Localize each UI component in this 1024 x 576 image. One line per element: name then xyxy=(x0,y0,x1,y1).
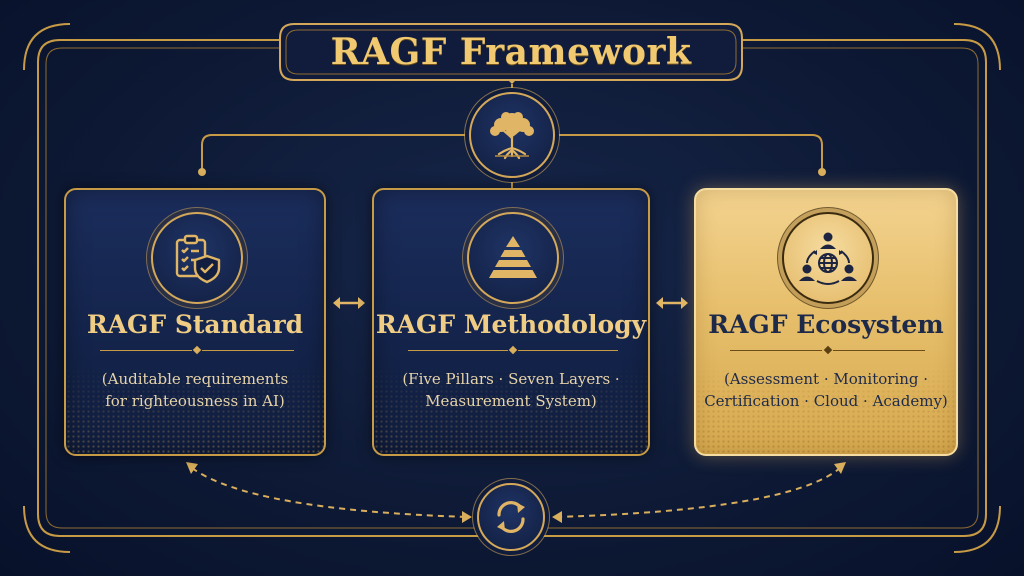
desc-line: for righteousness in AI) xyxy=(105,392,285,410)
cycle-medallion xyxy=(477,483,545,551)
cycle-arrows-icon xyxy=(497,501,525,533)
card-standard-icon-badge xyxy=(151,212,243,304)
connector-dot-left xyxy=(198,168,206,176)
card-standard-description: (Auditable requirements for righteousnes… xyxy=(66,368,324,412)
card-ecosystem-title: RAGF Ecosystem xyxy=(708,310,944,339)
divider-diamond xyxy=(823,345,833,355)
feedback-arrows xyxy=(191,467,841,518)
title-plate-border xyxy=(279,23,743,81)
card-methodology-description: (Five Pillars · Seven Layers · Measureme… xyxy=(374,368,648,412)
card-standard-title: RAGF Standard xyxy=(86,310,304,339)
desc-line: (Five Pillars · Seven Layers · xyxy=(402,370,620,388)
card-methodology-icon-badge xyxy=(467,212,559,304)
top-connectors xyxy=(201,134,823,188)
tree-icon xyxy=(490,112,534,160)
desc-line: (Assessment · Monitoring · xyxy=(723,370,929,388)
people-globe-network-icon xyxy=(799,232,857,285)
card-methodology-title: RAGF Methodology xyxy=(375,310,647,339)
card-ecosystem[interactable]: RAGF Ecosystem (Assessment · Monitoring … xyxy=(694,188,958,456)
card-methodology[interactable]: RAGF Methodology (Five Pillars · Seven L… xyxy=(372,188,650,456)
desc-line: (Auditable requirements xyxy=(101,370,289,388)
pyramid-icon xyxy=(489,236,537,278)
title-plate: RAGF Framework xyxy=(276,20,746,84)
desc-line: Certification · Cloud · Academy) xyxy=(704,392,948,410)
divider-left xyxy=(730,350,822,351)
divider-right xyxy=(518,350,618,351)
divider-left xyxy=(408,350,508,351)
divider-right xyxy=(202,350,294,351)
desc-line: Measurement System) xyxy=(425,392,597,410)
tree-medallion xyxy=(469,92,555,178)
card-ecosystem-icon-badge xyxy=(782,212,874,304)
clipboard-shield-icon xyxy=(175,234,221,284)
divider-diamond xyxy=(508,345,518,355)
divider-diamond xyxy=(192,345,202,355)
divider-right xyxy=(833,350,925,351)
card-ecosystem-description: (Assessment · Monitoring · Certification… xyxy=(696,368,956,412)
card-standard[interactable]: RAGF Standard (Auditable requirements fo… xyxy=(64,188,326,456)
connector-dot-right xyxy=(818,168,826,176)
page-title: RAGF Framework xyxy=(330,31,692,73)
divider-left xyxy=(100,350,192,351)
double-arrow-icon xyxy=(333,297,365,309)
double-arrow-icon xyxy=(656,297,688,309)
